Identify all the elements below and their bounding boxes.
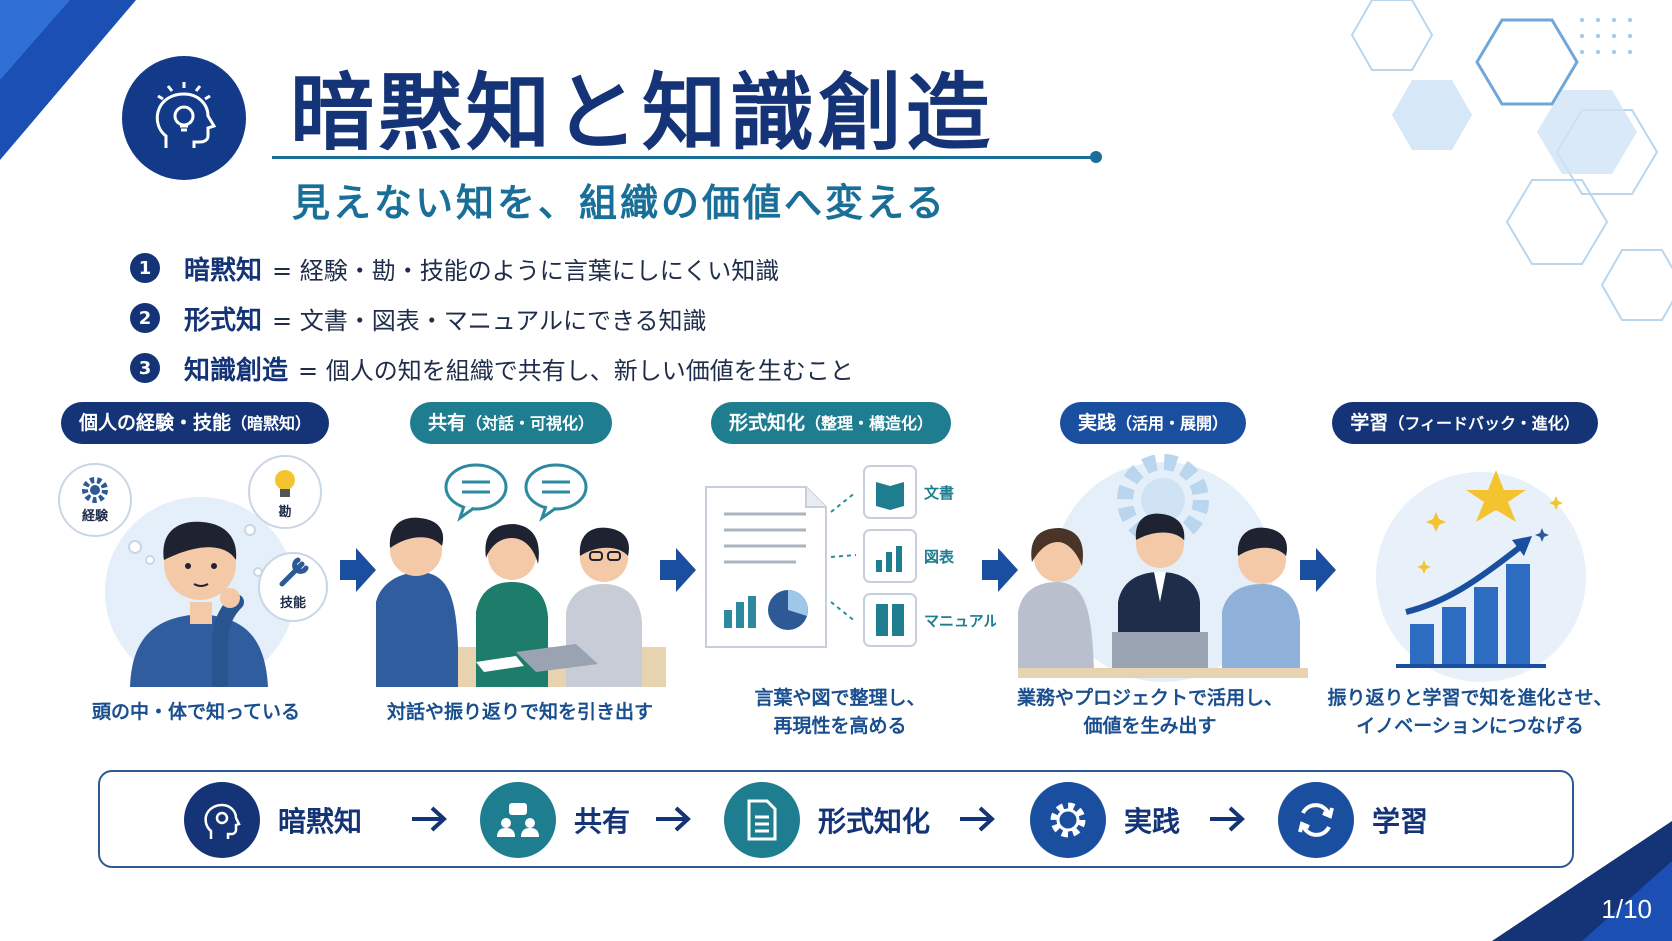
document-type-label: マニュアル bbox=[924, 612, 996, 630]
step-pill: 学習（フィードバック・進化） bbox=[1332, 402, 1598, 444]
arrow-right-icon bbox=[960, 806, 995, 832]
corner-decoration-bottom-right bbox=[1492, 821, 1672, 941]
definition-list: 1 暗黙知 = 経験・勘・技能のように言葉にしにくい知識 2 形式知 = 文書・… bbox=[130, 243, 854, 393]
definition-description: = 個人の知を組織で共有し、新しい価値を生むこと bbox=[298, 356, 854, 385]
arrow-right-icon bbox=[660, 548, 696, 592]
team-practice-illustration bbox=[1018, 454, 1308, 682]
step-caption: 頭の中・体で知っている bbox=[91, 701, 301, 723]
title-underline bbox=[272, 156, 1096, 159]
step-tacit: 個人の経験・技能（暗黙知） bbox=[50, 402, 340, 444]
flow-item-learn: 学習 bbox=[1278, 782, 1428, 858]
step-formalize: 形式知化（整理・構造化） bbox=[686, 402, 976, 444]
bubble-label: 経験 bbox=[82, 508, 109, 524]
step-practice: 実践（活用・展開） bbox=[1008, 402, 1298, 444]
documentation-illustration: 文書 図表 マニュアル bbox=[705, 465, 996, 648]
speech-bubble-icon bbox=[444, 463, 508, 522]
step-pill: 実践（活用・展開） bbox=[1059, 402, 1247, 444]
document-type-label: 文書 bbox=[924, 484, 954, 502]
step-caption: 振り返りと学習で知を進化させ、 イノベーションにつなげる bbox=[1327, 687, 1613, 737]
gear-icon bbox=[1030, 782, 1106, 858]
step-learn: 学習（フィードバック・進化） bbox=[1320, 402, 1610, 444]
number-badge: 1 bbox=[130, 253, 160, 283]
head-bulb-icon bbox=[184, 782, 260, 858]
flow-item-tacit: 暗黙知 bbox=[184, 782, 362, 858]
definition-term: 暗黙知 bbox=[184, 255, 263, 286]
learning-growth-illustration bbox=[1376, 470, 1586, 682]
flow-item-practice: 実践 bbox=[1030, 782, 1180, 858]
step-caption: 対話や振り返りで知を引き出す bbox=[386, 701, 653, 723]
page-title: 暗黙知と知識創造 bbox=[290, 64, 995, 162]
flow-label: 共有 bbox=[574, 805, 631, 838]
wrench-icon bbox=[279, 557, 309, 587]
hexagon-decoration bbox=[1350, 0, 1672, 321]
flow-label: 実践 bbox=[1124, 805, 1181, 838]
definition-item: 2 形式知 = 文書・図表・マニュアルにできる知識 bbox=[130, 293, 854, 343]
gear-icon bbox=[1117, 454, 1209, 546]
flow-item-share: 共有 bbox=[480, 782, 630, 858]
cycle-icon bbox=[1278, 782, 1354, 858]
binder-icon bbox=[876, 604, 904, 636]
arrow-right-icon bbox=[340, 548, 376, 592]
definition-item: 3 知識創造 = 個人の知を組織で共有し、新しい価値を生むこと bbox=[130, 343, 854, 393]
thinking-person-illustration: 経験 勘 技能 bbox=[58, 455, 328, 687]
flow-item-formalize: 形式知化 bbox=[724, 782, 930, 858]
summary-flow-bar: 暗黙知 共有 形式知化 実践 bbox=[98, 770, 1574, 868]
gear-icon bbox=[82, 477, 108, 503]
step-caption: 言葉や図で整理し、 再現性を高める bbox=[754, 687, 926, 737]
page-number: 1/10 bbox=[1601, 894, 1652, 924]
title-underline-dot bbox=[1090, 151, 1102, 163]
bubble-label: 勘 bbox=[278, 504, 291, 520]
page-subtitle: 見えない知を、組織の価値へ変える bbox=[292, 181, 947, 225]
bubble-label: 技能 bbox=[280, 595, 306, 611]
speech-bubble-icon bbox=[524, 463, 588, 522]
flow-label: 学習 bbox=[1372, 805, 1429, 838]
step-pill: 共有（対話・可視化） bbox=[409, 402, 613, 444]
lightbulb-icon bbox=[275, 470, 295, 497]
bar-chart-icon bbox=[876, 546, 902, 572]
flow-label: 形式知化 bbox=[818, 805, 931, 838]
discussion-illustration bbox=[376, 463, 666, 687]
number-badge: 3 bbox=[130, 353, 160, 383]
arrow-right-icon bbox=[982, 548, 1018, 592]
document-icon bbox=[724, 782, 800, 858]
star-icon bbox=[1466, 470, 1526, 522]
arrow-right-icon bbox=[412, 806, 447, 832]
definition-term: 形式知 bbox=[184, 305, 263, 336]
book-icon bbox=[876, 482, 904, 510]
step-share: 共有（対話・可視化） bbox=[366, 402, 656, 444]
corner-decoration-top-left bbox=[0, 0, 136, 160]
flow-label: 暗黙知 bbox=[278, 805, 363, 838]
document-type-label: 図表 bbox=[924, 548, 955, 566]
number-badge: 2 bbox=[130, 303, 160, 333]
arrow-right-icon bbox=[1210, 806, 1245, 832]
head-lightbulb-icon bbox=[122, 56, 246, 180]
step-caption: 業務やプロジェクトで活用し、 価値を生み出す bbox=[1016, 687, 1283, 737]
definition-description: = 経験・勘・技能のように言葉にしにくい知識 bbox=[272, 256, 780, 285]
step-pill: 形式知化（整理・構造化） bbox=[710, 402, 952, 444]
step-pill: 個人の経験・技能（暗黙知） bbox=[60, 402, 330, 444]
arrow-right-icon bbox=[1300, 548, 1336, 592]
definition-item: 1 暗黙知 = 経験・勘・技能のように言葉にしにくい知識 bbox=[130, 243, 854, 293]
arrow-right-icon bbox=[656, 806, 691, 832]
definition-description: = 文書・図表・マニュアルにできる知識 bbox=[272, 306, 707, 335]
definition-term: 知識創造 bbox=[184, 355, 289, 386]
people-chat-icon bbox=[480, 782, 556, 858]
